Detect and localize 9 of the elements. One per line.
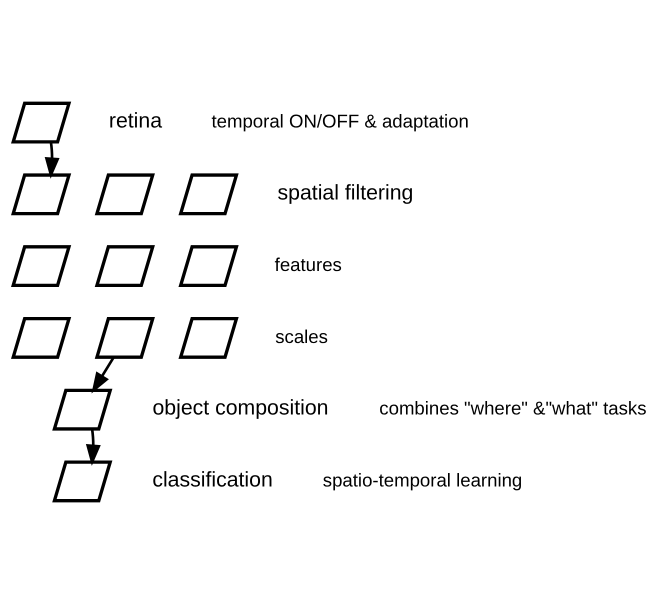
node-label: retina	[108, 108, 162, 132]
label: temporal ON/OFF & adaptation	[211, 110, 469, 132]
label: scales	[275, 325, 328, 346]
label: combines "where" &"what" tasks	[379, 397, 647, 418]
label: spatio-temporal learning	[322, 468, 522, 490]
node-label: spatial filtering	[278, 180, 414, 204]
node-label: object composition	[152, 395, 328, 420]
node-label: classification	[152, 466, 273, 491]
label: features	[274, 254, 342, 275]
